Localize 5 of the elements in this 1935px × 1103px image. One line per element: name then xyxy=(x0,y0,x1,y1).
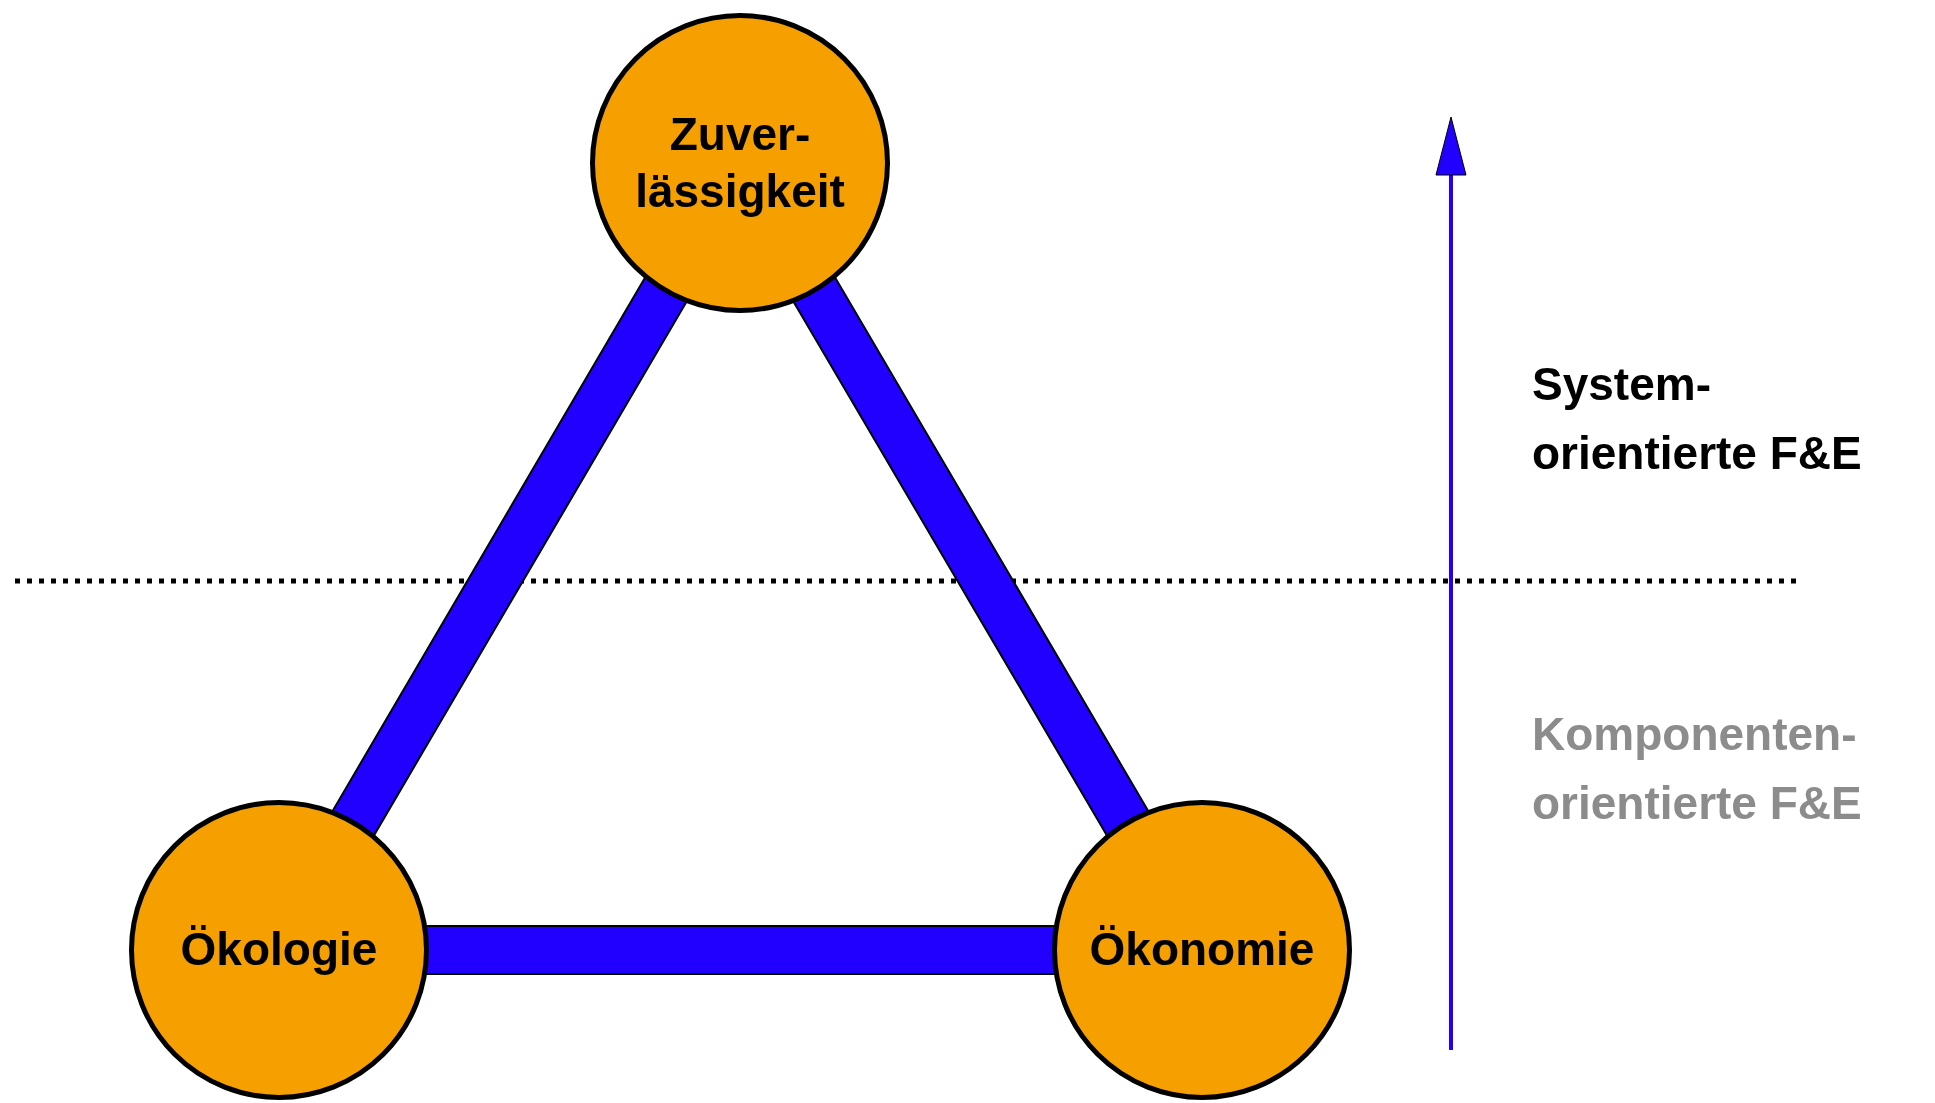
level-label: System- orientierte F&E xyxy=(1532,357,1863,481)
node-label: Zuver- lässigkeit xyxy=(634,106,846,219)
level-label: Komponenten- orientierte F&E xyxy=(1532,707,1863,831)
node-label: Ökonomie xyxy=(1088,922,1316,978)
node-label: Ökologie xyxy=(179,922,379,978)
